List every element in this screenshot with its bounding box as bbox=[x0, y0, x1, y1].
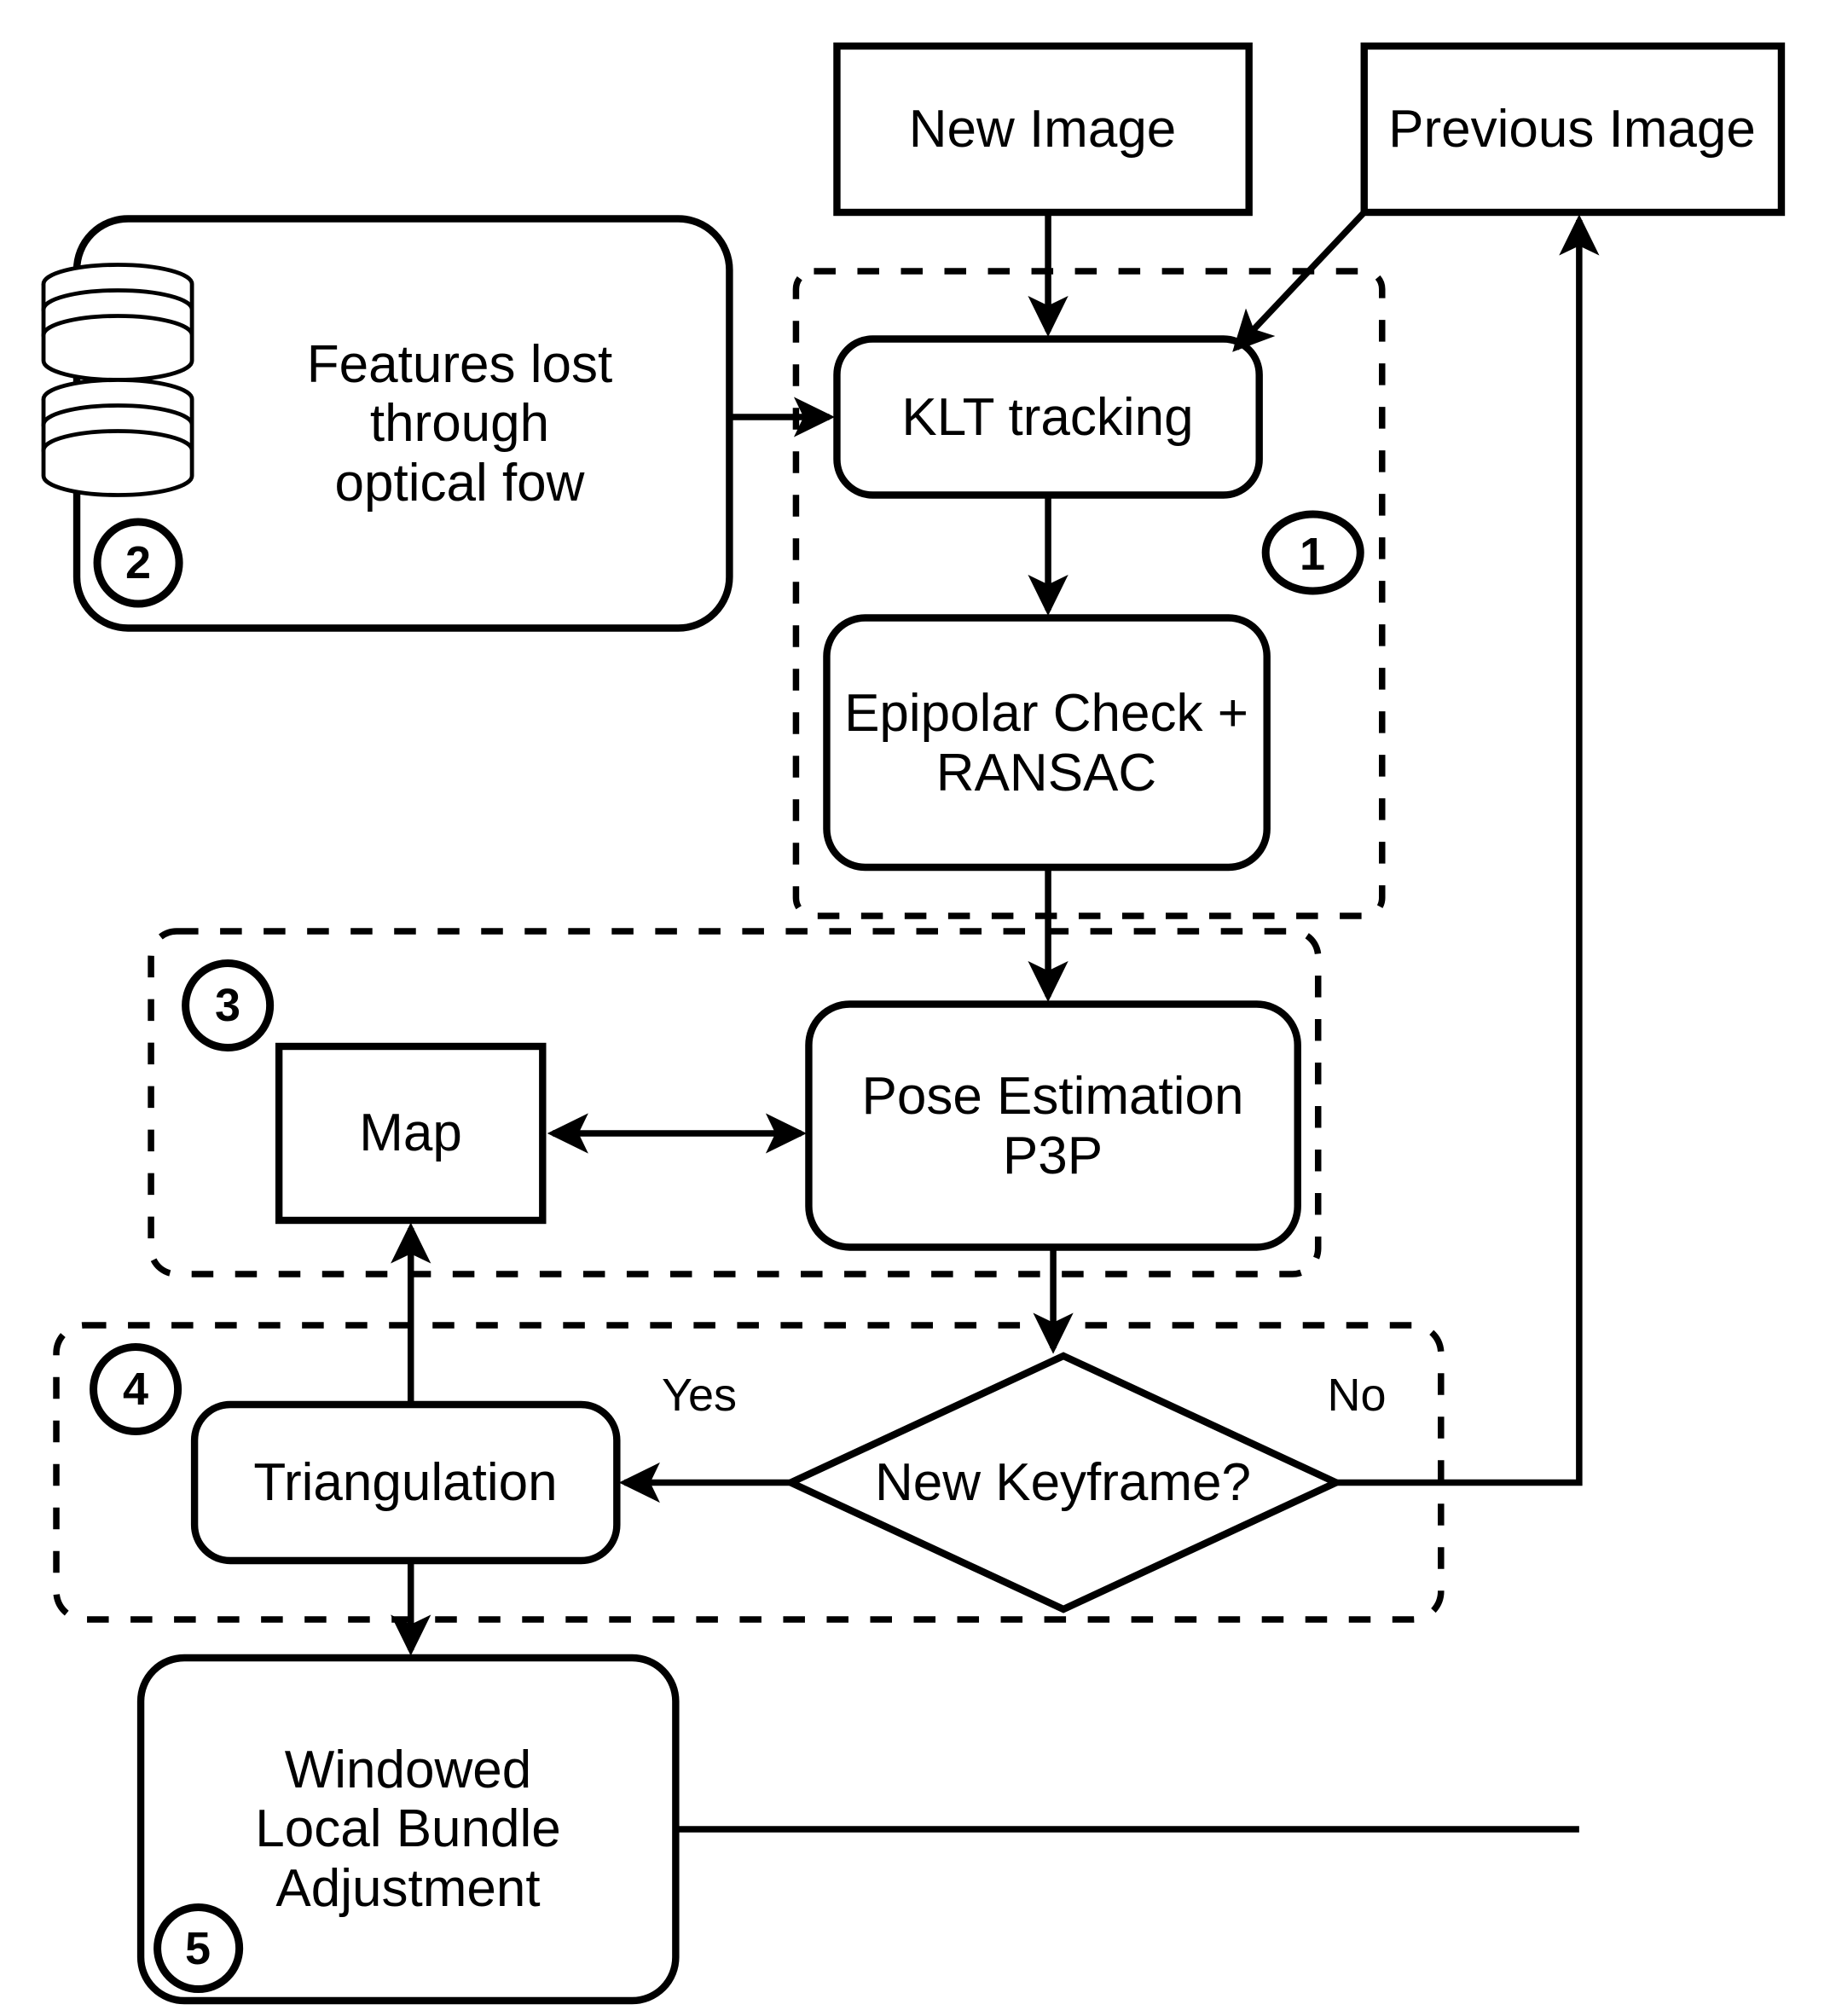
new-image-box[interactable] bbox=[833, 42, 1253, 217]
region-badge-5: 5 bbox=[184, 1923, 211, 1974]
edge-previous-image-to-klt bbox=[1232, 210, 1367, 352]
previous-image-box[interactable] bbox=[1360, 42, 1786, 217]
region-badge-3: 3 bbox=[214, 980, 241, 1031]
region-1-boundary bbox=[792, 268, 1386, 919]
new-keyframe-diamond[interactable] bbox=[782, 1352, 1345, 1613]
region-badge-2: 2 bbox=[125, 537, 152, 588]
region-3-boundary bbox=[148, 928, 1322, 1277]
badge-circle-2 bbox=[93, 518, 183, 608]
yes-label: Yes bbox=[661, 1370, 738, 1421]
badge-circle-3 bbox=[182, 959, 275, 1051]
map-box[interactable] bbox=[275, 1042, 547, 1225]
badge-circle-1 bbox=[1261, 510, 1364, 595]
edge-keyframe-no-to-previous-image bbox=[1335, 214, 1600, 1486]
database-icon bbox=[41, 378, 194, 497]
region-4-boundary bbox=[53, 1322, 1445, 1623]
region-badge-1: 1 bbox=[1299, 529, 1326, 580]
badge-circle-4 bbox=[90, 1343, 182, 1435]
region-badge-4: 4 bbox=[122, 1364, 149, 1415]
no-label: No bbox=[1327, 1370, 1387, 1421]
badge-circle-5 bbox=[153, 1903, 244, 1993]
triangulation-box[interactable] bbox=[190, 1400, 621, 1565]
